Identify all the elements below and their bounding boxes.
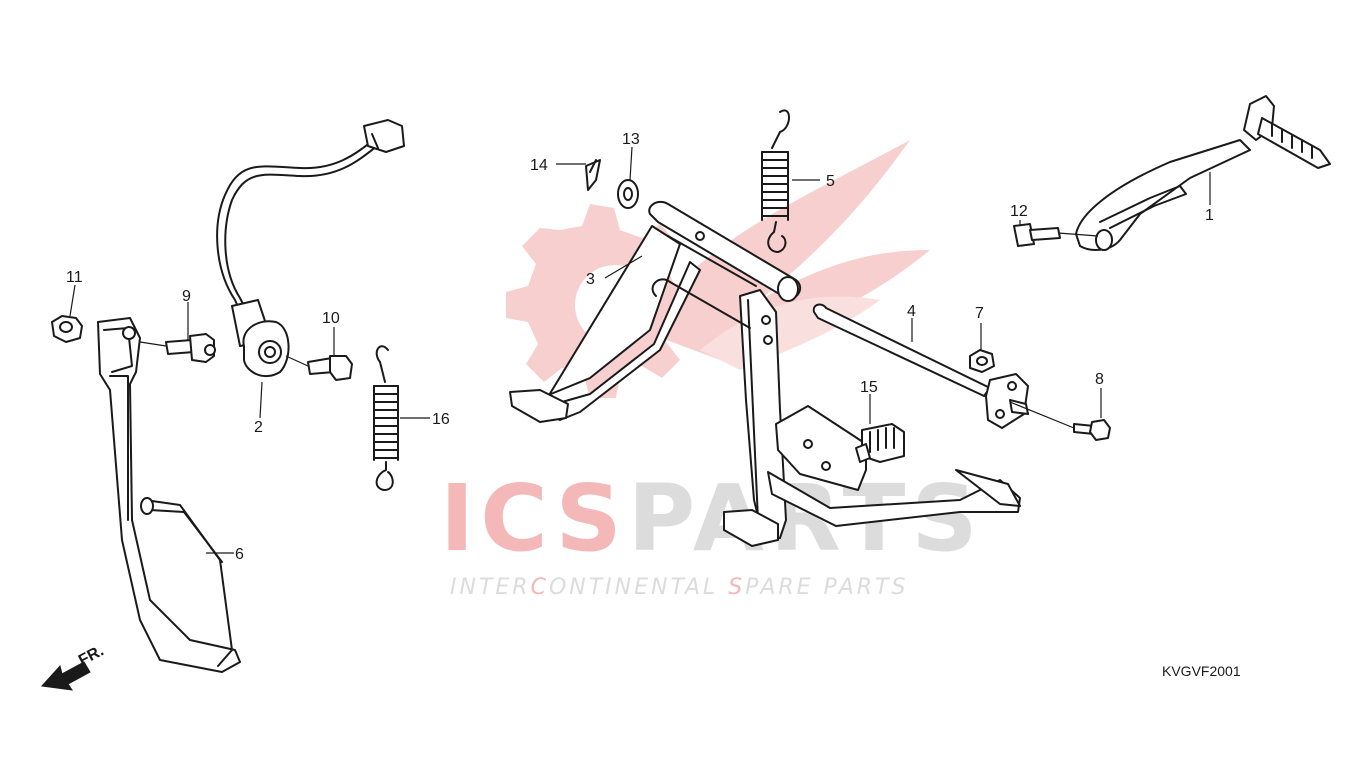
- part-main-stand: [509, 200, 1021, 547]
- callouts: 1 2 3 4 5 6 7 8 9 10 11 12 13 14 15 16: [66, 131, 1214, 563]
- watermark-brand-red: ICS: [440, 465, 628, 572]
- callout-13: 13: [622, 131, 640, 148]
- part-springs: [373, 109, 790, 491]
- callout-9: 9: [182, 288, 191, 305]
- watermark: ICSPARTS INTERCONTINENTAL SPARE PARTS: [440, 140, 984, 600]
- watermark-brand-gray: PARTS: [628, 465, 984, 572]
- callout-11: 11: [66, 269, 83, 286]
- logo-gear-flame-icon: [506, 140, 930, 398]
- callout-14: 14: [530, 157, 548, 174]
- callout-12: 12: [1010, 203, 1028, 220]
- front-arrow-icon: [40, 661, 91, 691]
- callout-3: 3: [586, 271, 595, 288]
- front-indicator: FR.: [40, 642, 107, 691]
- callout-2: 2: [254, 419, 263, 436]
- callout-5: 5: [826, 173, 835, 190]
- svg-text:ICSPARTS: ICSPARTS: [440, 465, 984, 572]
- callout-1: 1: [1205, 207, 1214, 224]
- part-pin-washer: [585, 159, 639, 209]
- part-shaft: [812, 303, 1111, 441]
- callout-16: 16: [432, 411, 450, 428]
- callout-6: 6: [235, 546, 244, 563]
- part-pedal: [1013, 95, 1331, 251]
- part-stopper: [855, 423, 905, 463]
- watermark-tagline: INTERCONTINENTAL SPARE PARTS: [450, 575, 908, 600]
- callout-8: 8: [1095, 371, 1104, 388]
- part-switch-harness: [216, 119, 405, 381]
- callout-15: 15: [860, 379, 878, 396]
- callout-4: 4: [907, 303, 916, 320]
- callout-10: 10: [322, 310, 340, 327]
- callout-7: 7: [975, 305, 984, 322]
- part-side-stand: [51, 315, 241, 673]
- leader-lines: [69, 146, 1211, 554]
- diagram-code: KVGVF2001: [1162, 663, 1241, 679]
